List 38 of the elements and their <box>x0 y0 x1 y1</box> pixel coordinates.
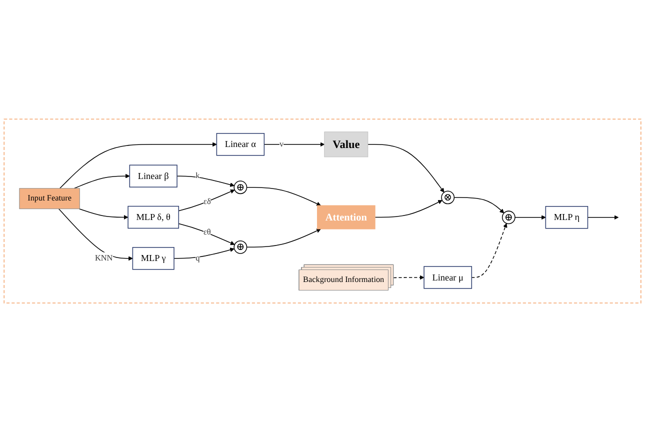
arrow <box>246 228 321 248</box>
arrow <box>176 176 234 187</box>
arrow <box>587 215 619 220</box>
arrow <box>264 142 325 147</box>
arrow <box>514 215 546 220</box>
node-box: Linear β <box>129 164 178 188</box>
arrow <box>454 197 504 214</box>
node-box: Linear μ <box>424 266 472 289</box>
arrow <box>58 208 133 261</box>
node-box: Linear α <box>216 132 265 156</box>
arrow <box>393 275 424 280</box>
node-circle: ⊕ <box>502 210 516 224</box>
arrow <box>471 223 508 278</box>
edge-label: εδ <box>204 197 211 206</box>
node-circle: ⊕ <box>234 180 248 194</box>
node-box: MLP δ, θ <box>128 206 180 229</box>
edge-label: q <box>196 254 200 262</box>
arrow <box>174 248 234 259</box>
arrow <box>374 200 442 218</box>
node-box: Input Feature <box>19 188 80 210</box>
arrow <box>59 142 217 189</box>
cluster <box>4 118 642 304</box>
node-box: Attention <box>316 205 376 230</box>
arrow <box>74 174 130 189</box>
arrow <box>78 208 128 220</box>
arrow <box>178 189 235 212</box>
node-box: MLP γ <box>132 246 174 270</box>
edge-label: KNN <box>94 254 113 262</box>
arrow <box>368 144 444 192</box>
node-circle: ⊗ <box>441 190 455 204</box>
arrow <box>246 186 321 206</box>
node-box: MLP η <box>545 206 588 229</box>
node-circle: ⊕ <box>234 240 248 254</box>
arrow <box>178 223 235 246</box>
node-box: Value <box>324 132 368 158</box>
edge-label: εθ <box>203 228 211 237</box>
edge-label: k <box>196 171 200 180</box>
edge-label: v <box>280 140 284 148</box>
